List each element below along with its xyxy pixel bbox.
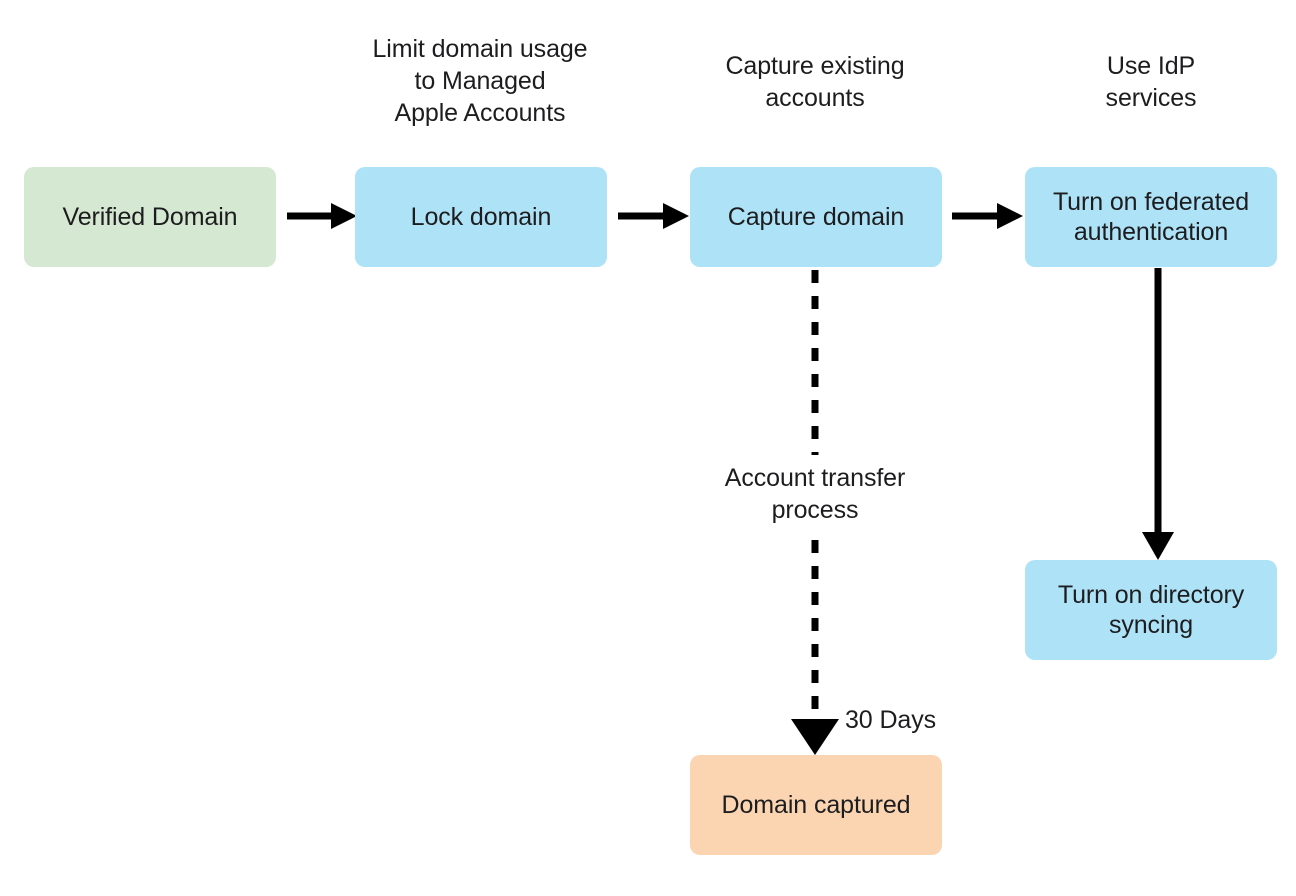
caption-federated-auth: Use IdP services: [1105, 52, 1197, 112]
arrow-lock-to-capture: [618, 203, 689, 229]
arrow-capture-to-federated: [952, 203, 1023, 229]
edge-label-30-days: 30 Days: [845, 706, 937, 734]
node-domain-captured[interactable]: Domain captured: [690, 755, 942, 855]
node-lock-domain[interactable]: Lock domain: [355, 167, 607, 267]
node-turn-on-federated-authentication[interactable]: Turn on federated authentication: [1025, 167, 1277, 267]
caption-lock-domain: Limit domain usage to Managed Apple Acco…: [372, 35, 588, 127]
caption-capture-domain: Capture existing accounts: [725, 52, 905, 112]
arrow-verified-to-lock: [287, 203, 357, 229]
edge-label-account-transfer-process: Account transfer process: [724, 464, 906, 524]
node-turn-on-directory-syncing[interactable]: Turn on directory syncing: [1025, 560, 1277, 660]
node-capture-domain[interactable]: Capture domain: [690, 167, 942, 267]
arrow-federated-to-directory: [1142, 268, 1174, 560]
node-verified-domain[interactable]: Verified Domain: [24, 167, 276, 267]
arrow-capture-to-domain-captured: [791, 270, 839, 755]
